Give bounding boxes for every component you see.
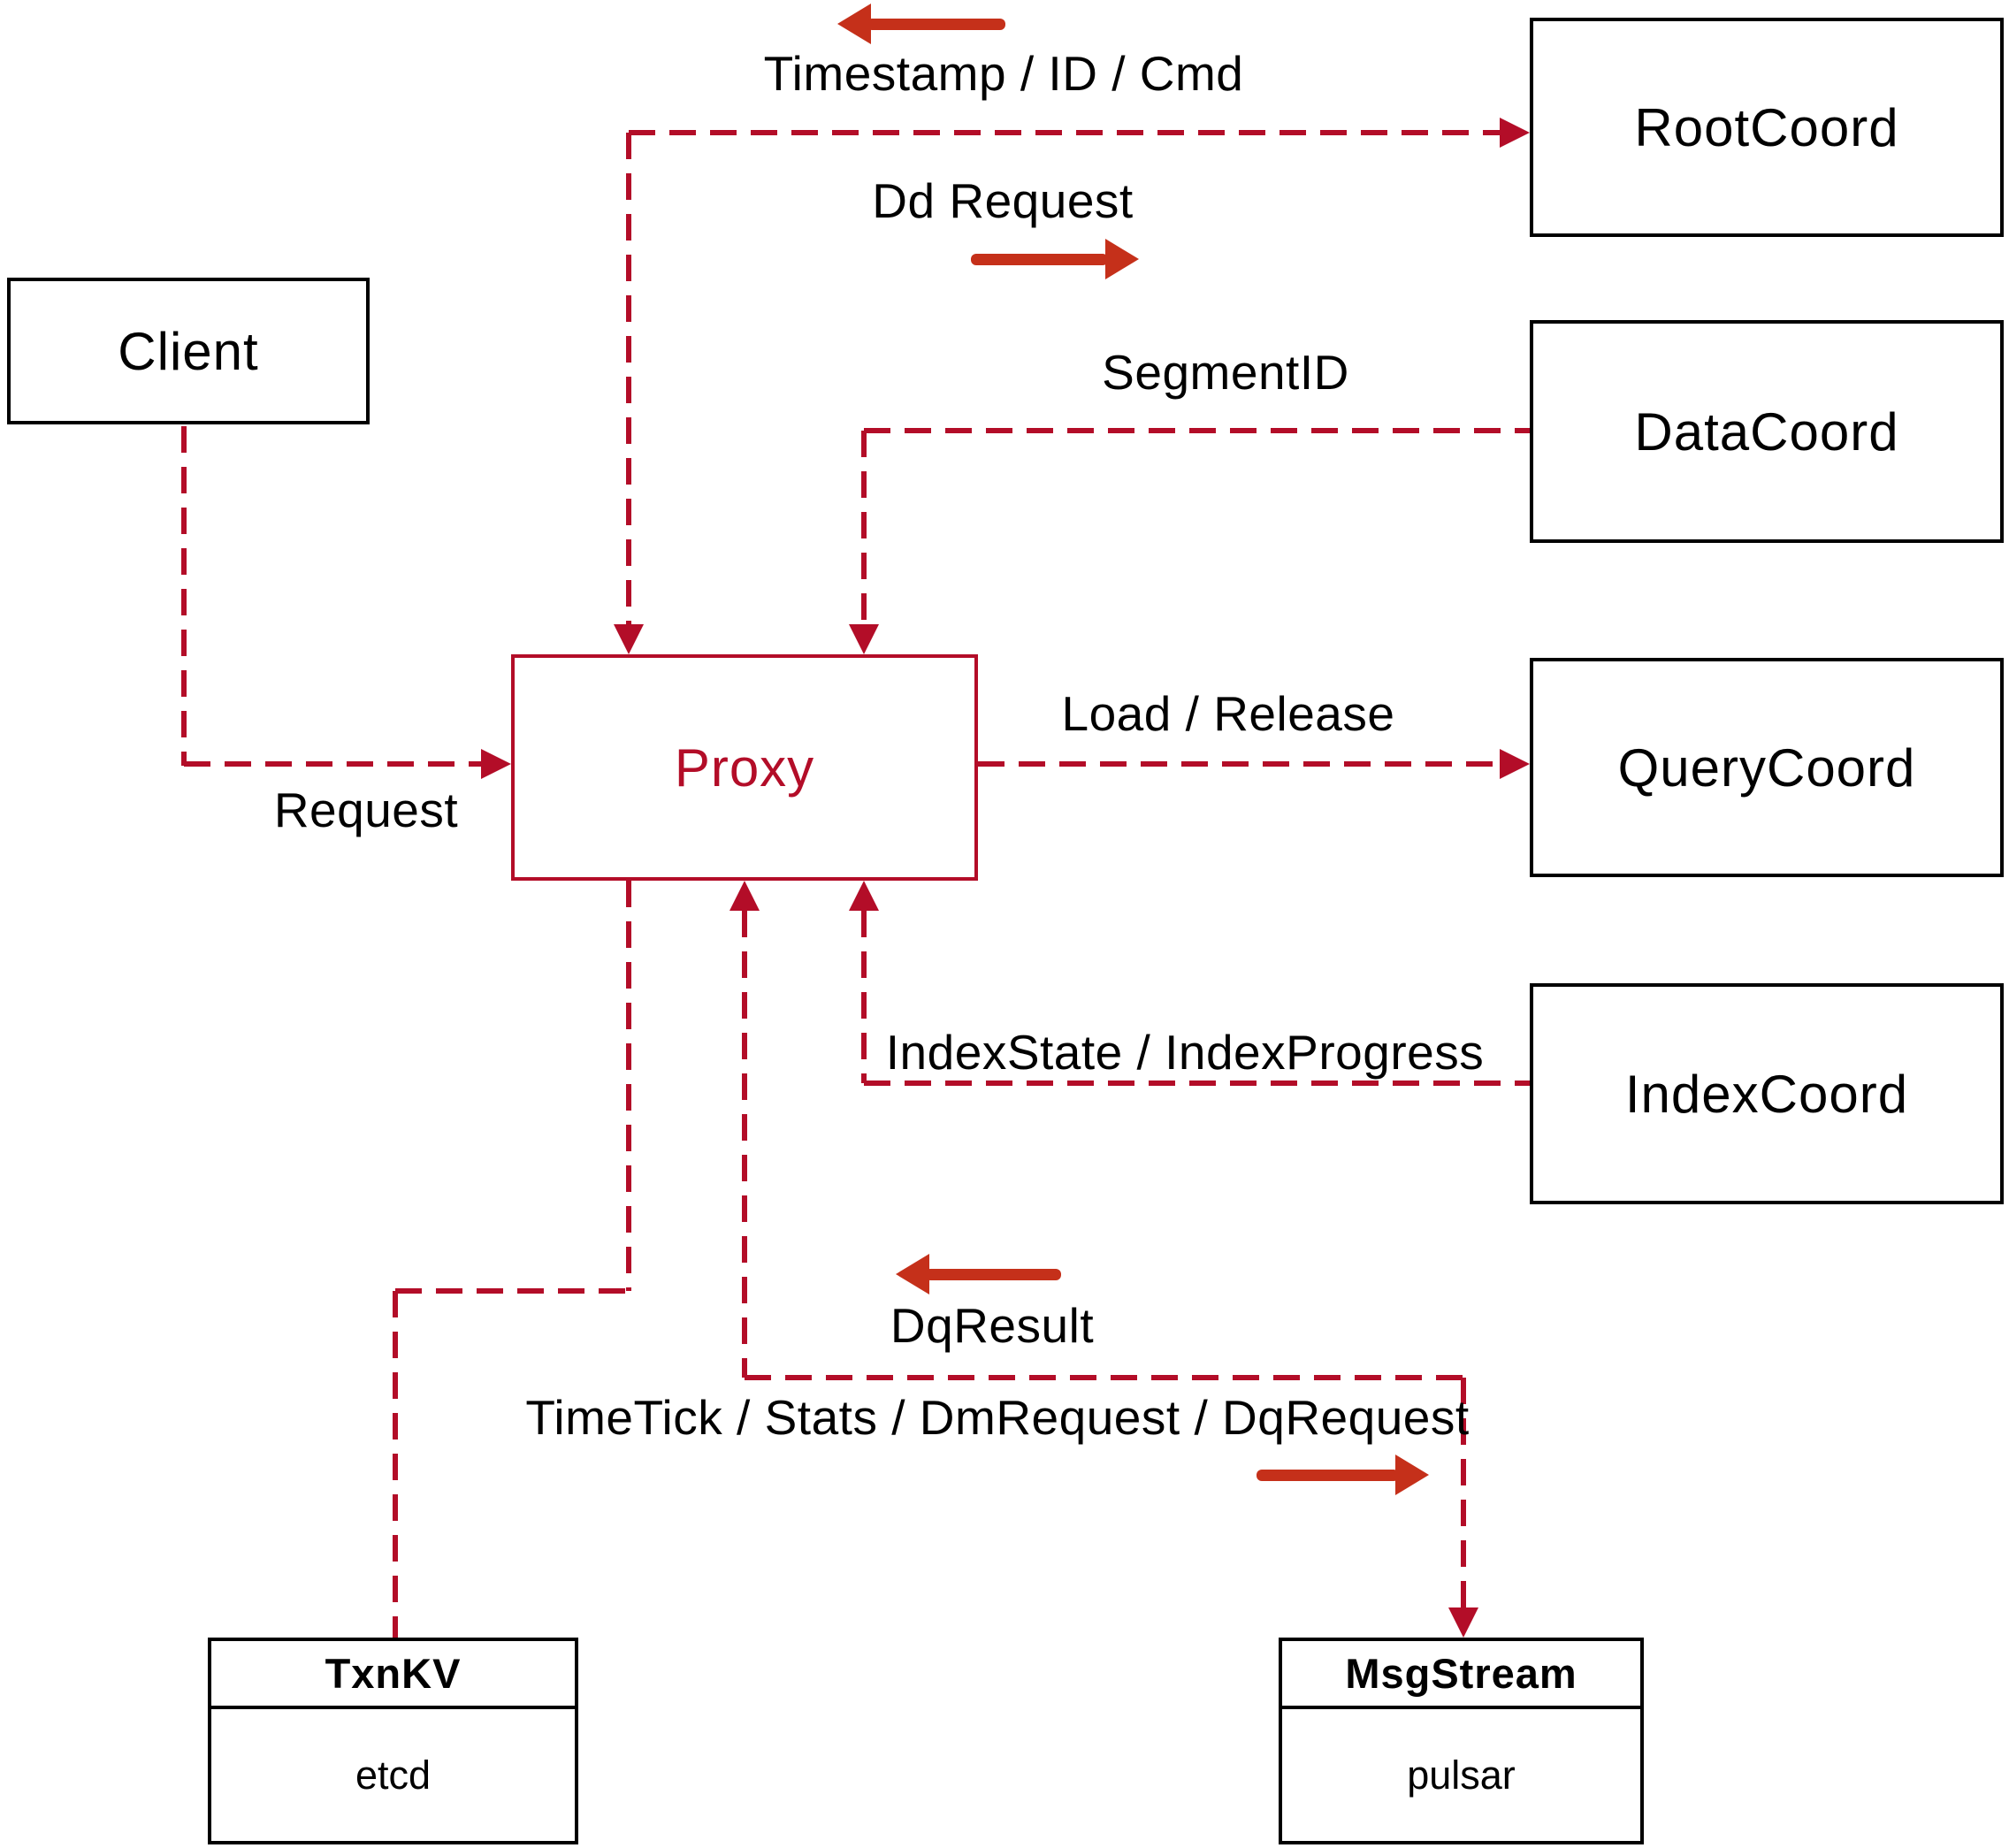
txnkv-node: TxnKV etcd (208, 1638, 578, 1844)
arrowhead-into-proxy-bottom-middle-icon (730, 881, 760, 911)
txnkv-title: TxnKV (211, 1641, 575, 1709)
direction-arrow-left-dqresult-shaft (925, 1269, 1061, 1280)
arrowhead-into-rootcoord-icon (1500, 118, 1530, 148)
label-dd-request: Dd Request (872, 173, 1134, 228)
edge-proxy-txnkv-vertical-lower (393, 1291, 398, 1638)
client-label: Client (118, 321, 259, 381)
label-timetick-stats: TimeTick / Stats / DmRequest / DqRequest (525, 1390, 1470, 1445)
direction-arrow-left-timestamp-icon (837, 4, 871, 44)
edge-client-proxy-horizontal (184, 761, 481, 767)
querycoord-label: QueryCoord (1617, 737, 1916, 798)
indexcoord-node: IndexCoord (1530, 983, 2004, 1204)
edge-proxy-txnkv-horizontal (395, 1288, 629, 1294)
label-load-release: Load / Release (1061, 686, 1395, 741)
edge-client-proxy-vertical (181, 426, 187, 766)
querycoord-node: QueryCoord (1530, 658, 2004, 877)
rootcoord-label: RootCoord (1634, 97, 1899, 157)
direction-arrow-right-timetick-shaft (1257, 1470, 1399, 1481)
edge-proxy-rootcoord-vertical (626, 133, 631, 624)
edge-proxy-msgstream-vertical-upper (742, 911, 747, 1378)
edge-proxy-rootcoord-horizontal (629, 130, 1500, 135)
indexcoord-label: IndexCoord (1624, 1064, 1909, 1124)
direction-arrow-left-timestamp-shaft (867, 19, 1005, 30)
label-request: Request (273, 783, 459, 837)
label-index-state-progress: IndexState / IndexProgress (885, 1025, 1485, 1080)
txnkv-subtitle: etcd (355, 1752, 432, 1798)
direction-arrow-left-dqresult-icon (896, 1254, 929, 1294)
arrowhead-into-proxy-top-right-icon (849, 624, 879, 654)
datacoord-node: DataCoord (1530, 320, 2004, 543)
direction-arrow-right-ddrequest-shaft (971, 254, 1108, 265)
msgstream-node: MsgStream pulsar (1279, 1638, 1644, 1844)
edge-indexcoord-proxy-vertical (861, 911, 867, 1083)
datacoord-label: DataCoord (1634, 401, 1899, 462)
client-node: Client (7, 278, 370, 424)
arrowhead-into-querycoord-icon (1500, 749, 1530, 779)
proxy-label: Proxy (674, 737, 815, 798)
direction-arrow-right-ddrequest-icon (1105, 239, 1139, 279)
edge-proxy-msgstream-vertical-lower (1461, 1378, 1466, 1607)
msgstream-title: MsgStream (1282, 1641, 1640, 1709)
arrowhead-into-msgstream-icon (1448, 1607, 1478, 1638)
edge-indexcoord-proxy-horizontal (864, 1081, 1530, 1086)
arrowhead-into-proxy-left-icon (481, 749, 511, 779)
rootcoord-node: RootCoord (1530, 18, 2004, 237)
arrowhead-into-proxy-bottom-right-icon (849, 881, 879, 911)
label-timestamp-id-cmd: Timestamp / ID / Cmd (763, 46, 1244, 101)
proxy-node: Proxy (511, 654, 978, 881)
edge-proxy-querycoord-horizontal (978, 761, 1500, 767)
edge-datacoord-proxy-horizontal (864, 428, 1530, 433)
label-dq-result: DqResult (890, 1298, 1095, 1353)
edge-datacoord-proxy-vertical (861, 431, 867, 624)
msgstream-subtitle: pulsar (1407, 1752, 1516, 1798)
direction-arrow-right-timetick-icon (1395, 1455, 1429, 1495)
arrowhead-into-proxy-top-left-icon (614, 624, 644, 654)
edge-proxy-txnkv-vertical-upper (626, 881, 631, 1291)
label-segment-id: SegmentID (1102, 345, 1349, 400)
edge-proxy-msgstream-horizontal (745, 1375, 1463, 1380)
